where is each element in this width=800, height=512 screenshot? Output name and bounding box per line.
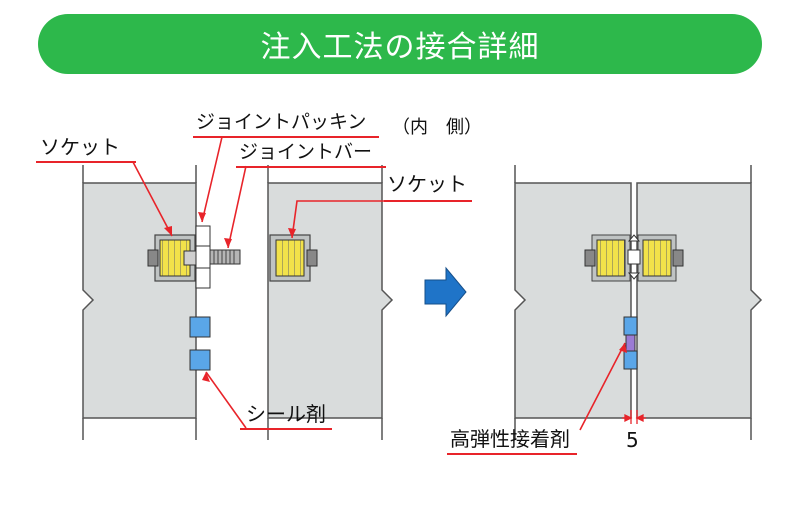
joint-packing-part bbox=[195, 225, 211, 289]
label-socket-left: ソケット bbox=[40, 135, 120, 159]
title-banner: 注入工法の接合詳細 bbox=[38, 14, 762, 74]
underline-adhesive bbox=[447, 453, 577, 455]
left-panel-a bbox=[82, 182, 197, 419]
sealant-upper bbox=[189, 316, 211, 338]
label-adhesive: 高弾性接着剤 bbox=[450, 427, 570, 451]
label-joint-packing: ジョイントパッキン bbox=[196, 111, 367, 133]
leader-lines bbox=[132, 136, 626, 431]
label-gap-dimension: 5 bbox=[626, 428, 639, 452]
sealant-lower bbox=[189, 349, 211, 371]
right-panel-b bbox=[636, 182, 763, 419]
label-sealant: シール剤 bbox=[246, 402, 326, 426]
adhesive-fill bbox=[625, 334, 636, 352]
left-panel-b bbox=[514, 182, 632, 419]
underline-sealant bbox=[240, 428, 332, 430]
socket-right-part bbox=[269, 234, 318, 282]
label-inner-side: （内 側） bbox=[392, 117, 482, 138]
joined-sealant-lower bbox=[623, 350, 638, 370]
page-title: 注入工法の接合詳細 bbox=[260, 30, 540, 65]
right-panel-a bbox=[267, 182, 394, 419]
joined-socket-right bbox=[637, 234, 684, 282]
underline-joint-bar bbox=[236, 166, 386, 168]
underline-socket-left bbox=[36, 161, 136, 163]
label-joint-bar: ジョイントバー bbox=[239, 141, 373, 163]
joined-socket-left bbox=[584, 234, 631, 282]
process-arrow bbox=[424, 266, 467, 318]
gap-dimension bbox=[622, 410, 646, 424]
joined-bar bbox=[627, 249, 641, 265]
underline-joint-packing bbox=[193, 136, 379, 138]
label-socket-right: ソケット bbox=[387, 172, 467, 196]
leader-arrowheads bbox=[164, 212, 627, 382]
underline-socket-right bbox=[384, 200, 472, 202]
joint-bar-part bbox=[209, 249, 241, 265]
joined-sealant-upper bbox=[623, 316, 638, 336]
